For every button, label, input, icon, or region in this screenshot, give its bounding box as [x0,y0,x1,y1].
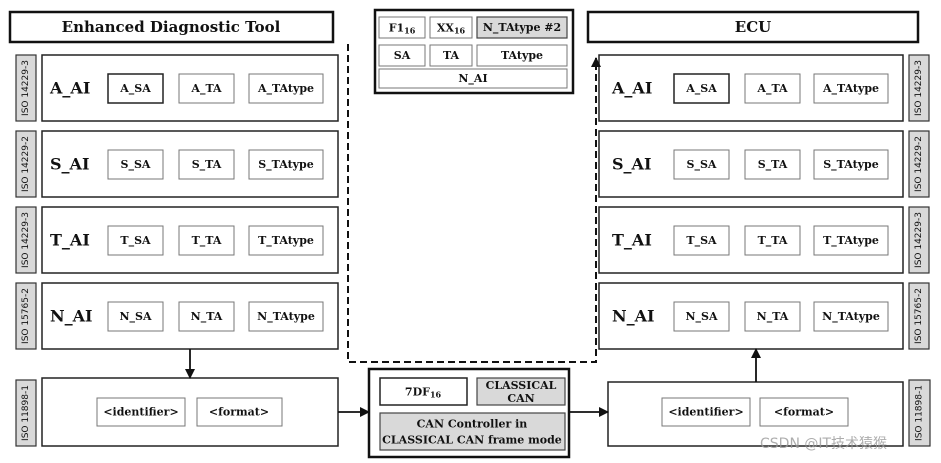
layer-label: N_AI [612,307,655,326]
iso-label: ISO 11898-1 [21,385,31,441]
iso-label: ISO 14229-3 [21,212,31,268]
tatype-field: T_TAtype [823,234,879,248]
sa-field: A_SA [119,82,151,96]
layer-label: T_AI [50,231,90,250]
tatype-field: T_TAtype [258,234,314,248]
n-ai-label: N_AI [458,72,487,86]
dashed-path-arrow [347,44,601,363]
ecu-title-box: ECU [586,10,920,44]
classical-can-label-2: CAN [507,392,534,405]
can-controller-box: 7DF16 CLASSICAL CAN CAN Controller in CL… [367,367,571,459]
format-field: <format> [209,406,269,419]
sa-field: T_SA [120,234,151,248]
ta-field: A_TA [756,82,788,96]
tatype-field: A_TAtype [822,82,879,96]
n-ai-frame-box: F116 XX16 N_TAtype #2 SA TA TAtype N_AI [373,8,575,95]
f1-value: F116 [389,21,416,36]
layer-row: ISO 14229-3 T_AI T_SA T_TA T_TAtype [15,206,339,274]
tatype-field: N_TAtype [822,310,880,324]
format-field: <format> [774,406,834,419]
iso-label: ISO 14229-3 [21,60,31,116]
right-can-layer: ISO 11898-1 <identifier> <format> [607,379,931,447]
can-id-value: 7DF16 [405,385,442,400]
layer-label: A_AI [611,79,652,98]
identifier-field: <identifier> [668,406,743,419]
sa-field: A_SA [685,82,717,96]
sa-field: N_SA [685,310,717,324]
xx-value: XX16 [437,21,466,36]
layer-row: ISO 14229-3 A_AI A_SA A_TA A_TAtype [15,54,339,122]
layer-row: ISO 15765-2 N_AI N_SA N_TA N_TAtype [15,282,339,350]
layer-row: ISO 14229-3 T_AI T_SA T_TA T_TAtype [598,206,930,274]
layer-row: ISO 15765-2 N_AI N_SA N_TA N_TAtype [598,282,930,350]
ta-field: T_TA [192,234,222,248]
ta-field: N_TA [191,310,223,324]
tatype-field: S_TAtype [823,158,879,172]
layer-label: N_AI [50,307,93,326]
layer-row: ISO 14229-2 S_AI S_SA S_TA S_TAtype [598,130,930,198]
ta-field: N_TA [757,310,789,324]
ecu-title: ECU [735,18,771,36]
controller-label-2: CLASSICAL CAN frame mode [382,434,562,447]
tool-title: Enhanced Diagnostic Tool [62,18,281,36]
layer-label: S_AI [50,155,89,174]
ta-field: A_TA [190,82,222,96]
layer-label: S_AI [612,155,651,174]
iso-label: ISO 14229-2 [21,136,31,192]
iso-label: ISO 14229-2 [914,136,924,192]
sa-label: SA [394,49,411,62]
tatype-label: TAtype [501,49,543,62]
layer-label: T_AI [612,231,652,250]
ta-field: T_TA [758,234,788,248]
tool-title-box: Enhanced Diagnostic Tool [8,10,335,44]
sa-field: S_SA [687,158,717,172]
controller-label: CAN Controller in [417,418,528,431]
tatype-field: A_TAtype [257,82,314,96]
left-can-layer: ISO 11898-1 <identifier> <format> [15,377,339,447]
identifier-field: <identifier> [103,406,178,419]
layer-row: ISO 14229-3 A_AI A_SA A_TA A_TAtype [598,54,930,122]
ta-field: S_TA [192,158,222,172]
classical-can-label: CLASSICAL [486,379,557,392]
layer-label: A_AI [49,79,90,98]
iso-label: ISO 11898-1 [915,385,925,441]
iso-label: ISO 14229-3 [914,60,924,116]
sa-field: T_SA [686,234,717,248]
layer-row: ISO 14229-2 S_AI S_SA S_TA S_TAtype [15,130,339,198]
tatype-field: S_TAtype [258,158,314,172]
sa-field: N_SA [119,310,151,324]
iso-label: ISO 15765-2 [21,288,31,344]
iso-label: ISO 15765-2 [914,288,924,344]
watermark: CSDN @IT技术猿猴 [760,436,887,452]
ta-label: TA [443,49,460,62]
tatype-field: N_TAtype [257,310,315,324]
ta-field: S_TA [758,158,788,172]
iso-label: ISO 14229-3 [914,212,924,268]
n-tatype-2: N_TAtype #2 [483,21,561,35]
sa-field: S_SA [121,158,151,172]
